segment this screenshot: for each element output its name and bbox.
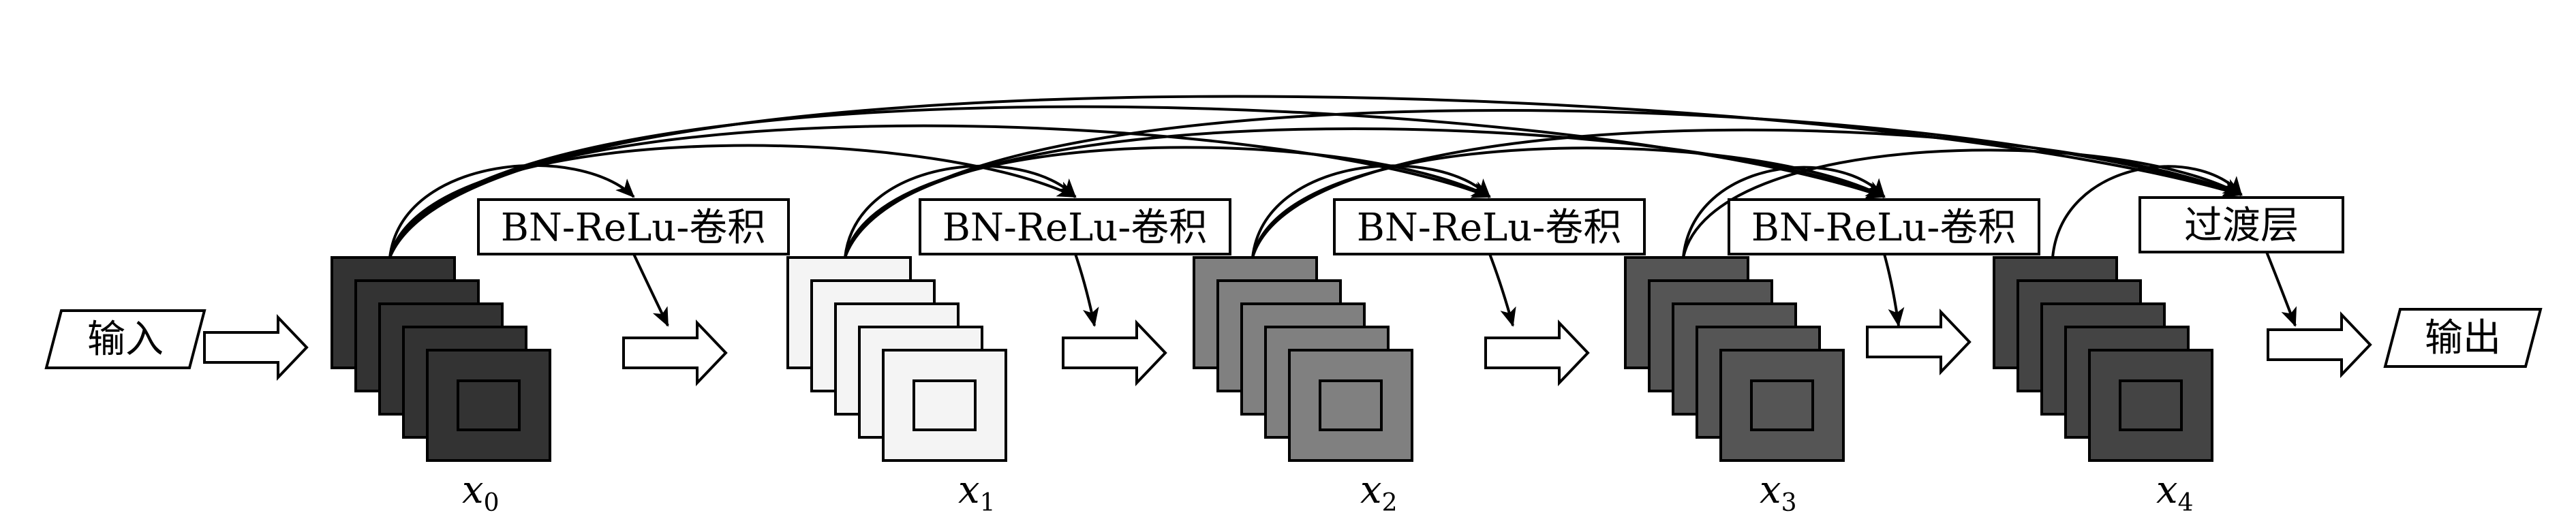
feature-kernel-box bbox=[457, 379, 521, 431]
output-node: 输出 bbox=[2383, 308, 2543, 368]
flow-arrow-3 bbox=[1484, 319, 1590, 386]
skip-connection-12 bbox=[1682, 166, 1886, 258]
layer-box-5: 过渡层 bbox=[2138, 196, 2344, 253]
layer-box-1: BN-ReLu-卷积 bbox=[477, 198, 790, 255]
skip-connection-1 bbox=[388, 144, 1077, 258]
feature-kernel-box bbox=[1319, 379, 1383, 431]
skip-connection-9 bbox=[1251, 164, 1491, 258]
pointer-arrow-2 bbox=[1074, 253, 1099, 327]
feature-map-stack-3 bbox=[1624, 256, 1845, 462]
label-pointer-arrows bbox=[632, 251, 2297, 327]
feature-kernel-box bbox=[1750, 379, 1814, 431]
input-node: 输入 bbox=[44, 309, 206, 369]
feature-map-stacks bbox=[331, 256, 2213, 462]
skip-connection-14 bbox=[2051, 165, 2243, 258]
output-label: 输出 bbox=[2425, 316, 2501, 360]
layer-label-2: BN-ReLu-卷积 bbox=[942, 206, 1208, 250]
pointer-arrow-3 bbox=[1488, 253, 1516, 327]
var-label-x2: x2 bbox=[1360, 468, 1398, 515]
layer-box-2: BN-ReLu-卷积 bbox=[919, 198, 1231, 255]
layer-box-4: BN-ReLu-卷积 bbox=[1728, 198, 2040, 255]
flow-arrows bbox=[203, 309, 2372, 386]
layer-label-5: 过渡层 bbox=[2184, 204, 2299, 248]
layer-box-3: BN-ReLu-卷积 bbox=[1333, 198, 1646, 255]
layer-label-3: BN-ReLu-卷积 bbox=[1357, 206, 1622, 250]
pointer-arrow-1 bbox=[632, 253, 669, 327]
variable-labels: x0 x1 x2 x3 x4 bbox=[462, 468, 2194, 515]
skip-connection-13 bbox=[1682, 149, 2243, 258]
var-label-x4: x4 bbox=[2156, 468, 2194, 515]
input-label: 输入 bbox=[87, 317, 164, 362]
var-label-x1: x1 bbox=[958, 468, 996, 515]
flow-arrow-4 bbox=[1866, 309, 1972, 375]
layer-label-1: BN-ReLu-卷积 bbox=[501, 206, 766, 250]
flow-arrow-2 bbox=[1062, 319, 1167, 386]
skip-connection-6 bbox=[844, 146, 1491, 258]
var-label-x0: x0 bbox=[462, 468, 500, 515]
flow-arrow-0 bbox=[203, 314, 309, 381]
skip-connection-4 bbox=[388, 95, 2243, 258]
feature-map-stack-0 bbox=[331, 256, 551, 462]
layer-label-4: BN-ReLu-卷积 bbox=[1751, 206, 2017, 250]
skip-connections bbox=[388, 95, 2243, 258]
feature-kernel-box bbox=[913, 379, 977, 431]
feature-kernel-box bbox=[2119, 379, 2183, 431]
feature-map-stack-2 bbox=[1193, 256, 1413, 462]
skip-connection-5 bbox=[844, 164, 1077, 258]
skip-connection-11 bbox=[1251, 128, 2243, 258]
skip-connection-0 bbox=[388, 163, 635, 258]
feature-sheet bbox=[2088, 349, 2213, 462]
flow-arrow-1 bbox=[622, 319, 728, 386]
feature-map-stack-1 bbox=[786, 256, 1007, 462]
feature-map-stack-4 bbox=[1993, 256, 2213, 462]
pointer-arrow-4 bbox=[1883, 253, 1905, 327]
flow-arrow-5 bbox=[2267, 311, 2372, 378]
var-label-x3: x3 bbox=[1760, 468, 1797, 515]
pointer-arrow-5 bbox=[2265, 251, 2297, 327]
